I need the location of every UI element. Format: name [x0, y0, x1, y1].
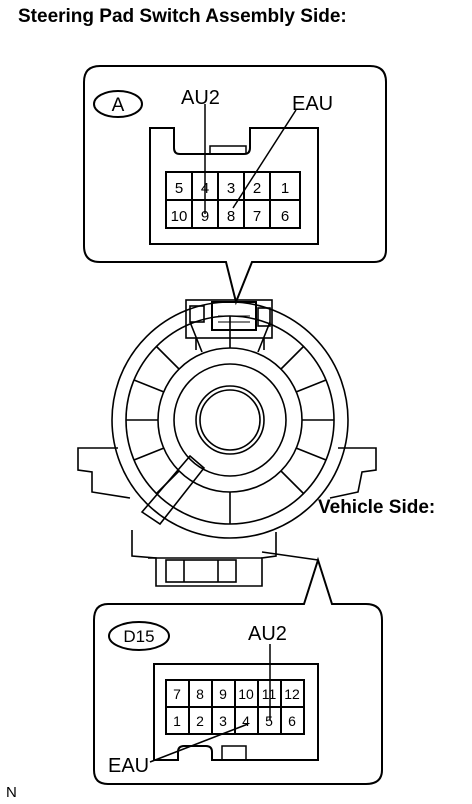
- leader-a-eau: [232, 109, 297, 209]
- pin-a-row2: 7: [253, 208, 261, 225]
- pin-a-row1: 3: [227, 180, 235, 197]
- label-a-eau: EAU: [292, 93, 333, 115]
- callout-a-outline: [83, 65, 387, 306]
- label-a-au2: AU2: [181, 87, 220, 109]
- pin-d15-row1: 8: [196, 686, 204, 702]
- pin-d15-row2: 1: [173, 713, 181, 729]
- corner-mark: N: [6, 784, 17, 801]
- pin-a-row2: 6: [281, 208, 289, 225]
- pin-d15-row1: 9: [219, 686, 227, 702]
- callout-d15-outline: [93, 556, 383, 785]
- pin-d15-row2: 5: [265, 713, 273, 729]
- label-d15-eau: EAU: [108, 755, 149, 777]
- connector-a-key-inner: [209, 145, 247, 154]
- pin-a-row1: 1: [281, 180, 289, 197]
- pin-d15-row2: 2: [196, 713, 204, 729]
- connector-a-housing: [149, 127, 319, 245]
- pin-a-row1: 5: [175, 180, 183, 197]
- pin-d15-row1: 7: [173, 686, 181, 702]
- pin-a-row2: 10: [171, 208, 188, 225]
- pin-a-row2: 8: [227, 208, 235, 225]
- connector-a-id-oval: [93, 90, 143, 118]
- pin-d15-row1: 10: [238, 686, 254, 702]
- steering-pad-side-heading: Steering Pad Switch Assembly Side:: [18, 6, 347, 27]
- connector-d15-key: [221, 745, 247, 761]
- clock-spring-body: [77, 299, 377, 587]
- pin-d15-row2: 4: [242, 713, 250, 729]
- pin-d15-row2: 6: [288, 713, 296, 729]
- pin-d15-row2: 3: [219, 713, 227, 729]
- vehicle-side-heading: Vehicle Side:: [318, 497, 436, 518]
- pin-a-row2: 9: [201, 208, 209, 225]
- connector-d15-id-oval: [108, 621, 170, 651]
- connector-d15-id: D15: [123, 627, 154, 646]
- label-d15-au2: AU2: [248, 623, 287, 645]
- pin-d15-row1: 12: [284, 686, 300, 702]
- pin-d15-row1: 11: [262, 686, 277, 702]
- pin-a-row1: 2: [253, 180, 261, 197]
- connector-a-id: A: [112, 95, 125, 116]
- leader-d15-eau: [149, 723, 249, 763]
- pin-a-row1: 4: [201, 180, 209, 197]
